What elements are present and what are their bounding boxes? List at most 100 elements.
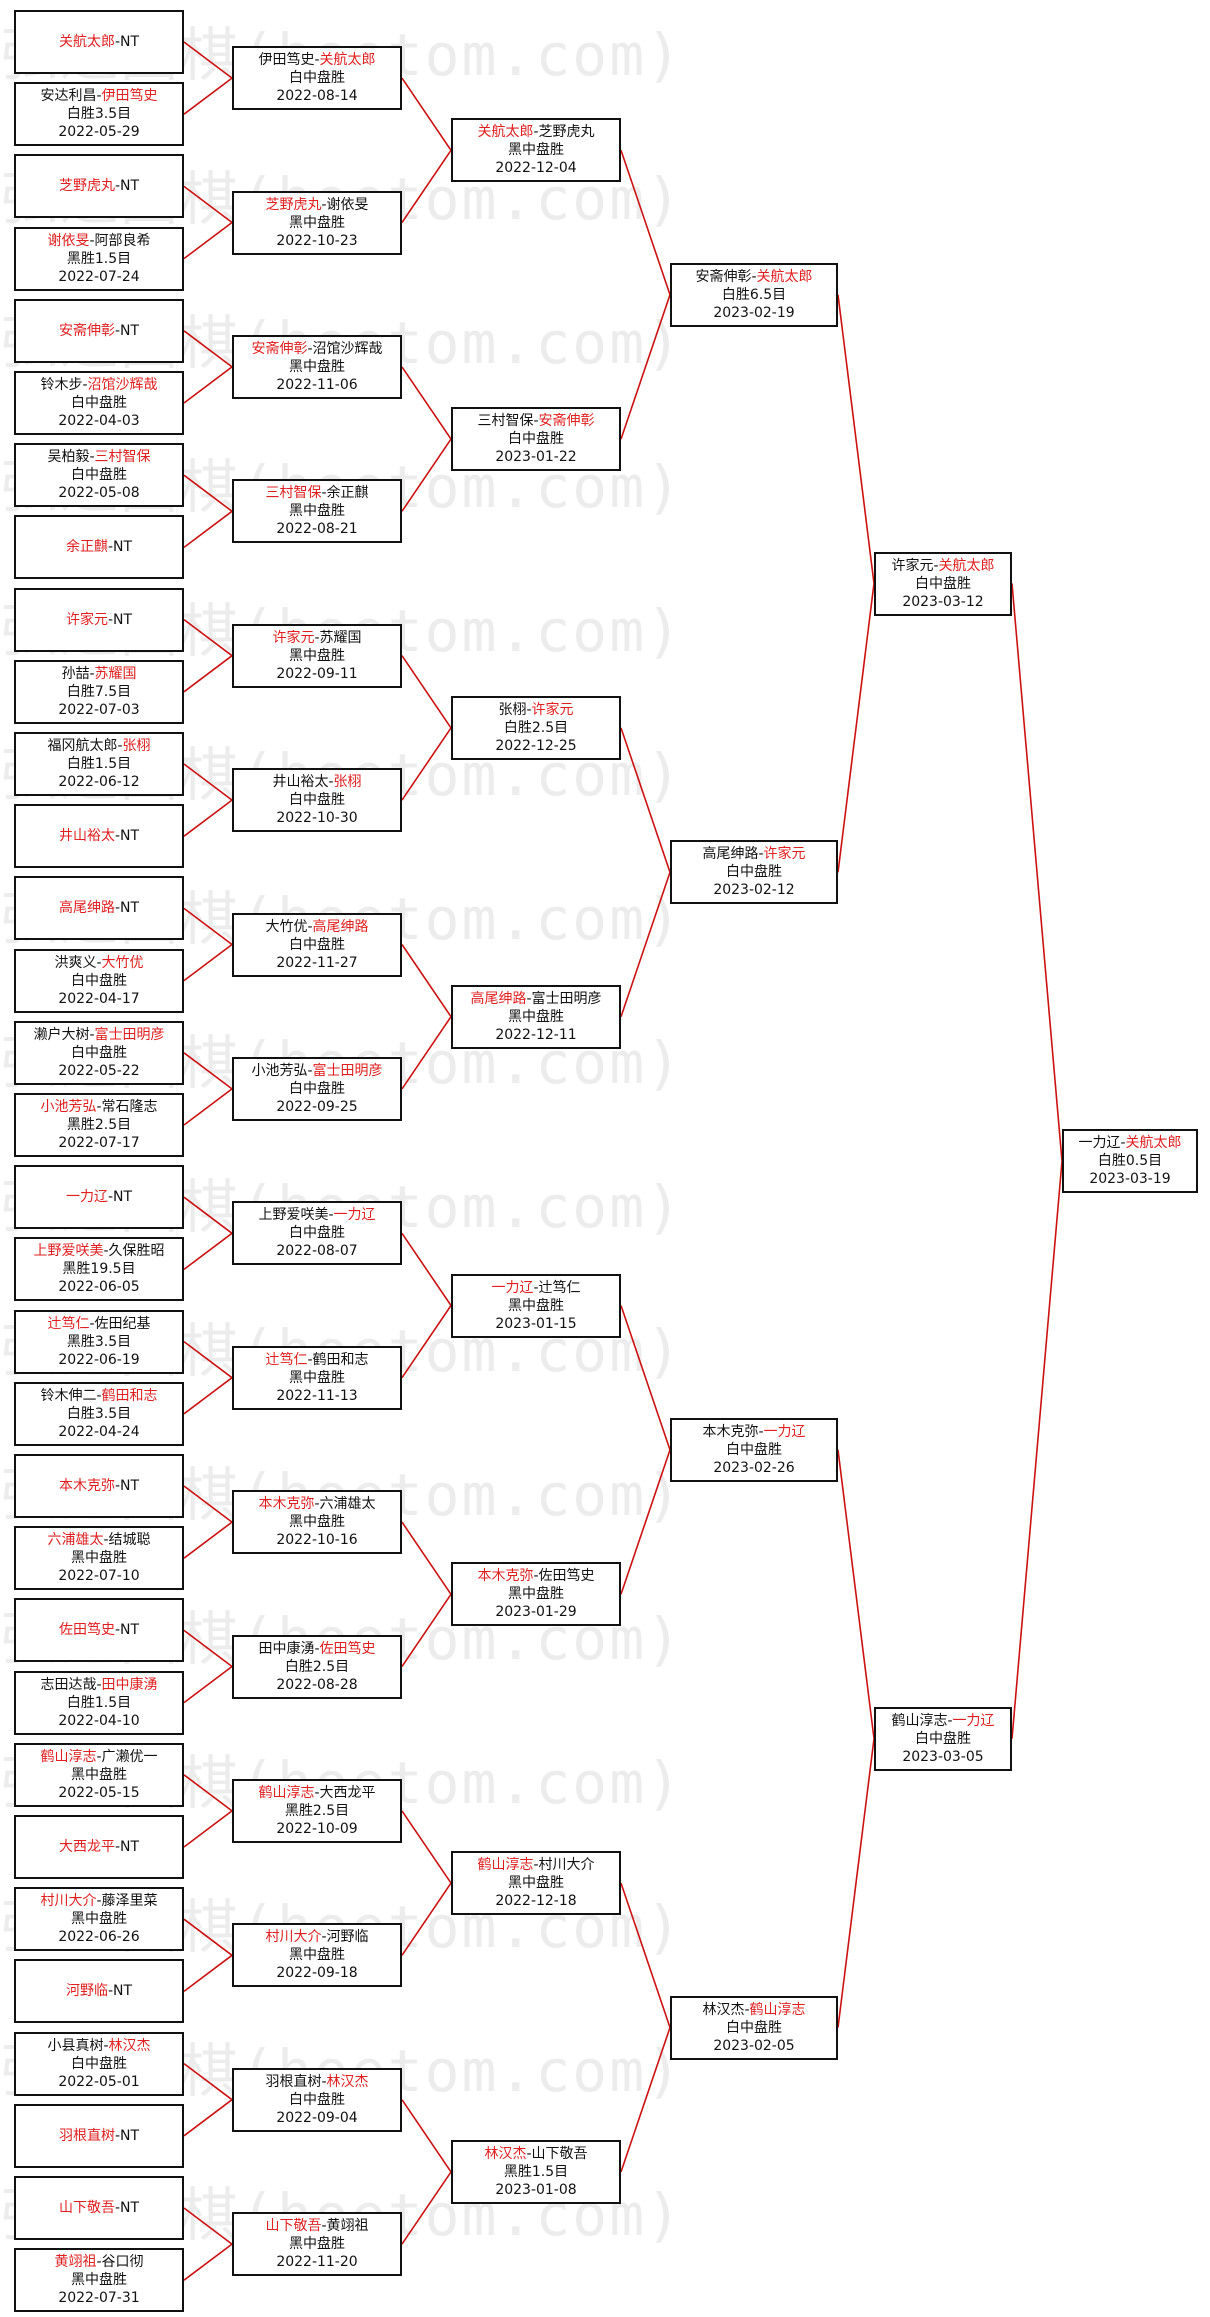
player-white: 沼馆沙辉哉 <box>312 340 383 357</box>
vs-dash: - <box>328 774 334 791</box>
vs-dash: - <box>96 954 102 971</box>
match-players: 小池芳弘-常石隆志 <box>40 1098 157 1116</box>
match-result: 黑中盘胜 <box>289 1369 345 1386</box>
match-date: 2023-02-12 <box>713 882 795 899</box>
player-black: 洪爽义 <box>54 954 97 971</box>
player-white: 鹤山淳志 <box>749 2001 806 2018</box>
match-box-r1: 本木克弥-NT <box>14 1454 184 1518</box>
player-white: 田中康湧 <box>101 1676 158 1693</box>
match-players: 本木克弥-六浦雄太 <box>258 1495 375 1513</box>
match-result: 黑中盘胜 <box>71 1911 127 1928</box>
match-date: 2022-07-17 <box>58 1135 140 1151</box>
match-date: 2022-06-26 <box>58 1929 140 1946</box>
player-white: 黄翊祖 <box>326 2218 369 2235</box>
bracket-connector <box>620 727 671 873</box>
match-date: 2022-12-25 <box>495 737 577 754</box>
bracket-connector <box>183 221 233 260</box>
player-black: 林汉杰 <box>702 2001 745 2018</box>
match-date: 2022-08-28 <box>276 1676 358 1693</box>
player-white: 沼馆沙辉哉 <box>87 377 158 393</box>
match-result: 黑中盘胜 <box>289 358 345 375</box>
player-white: 六浦雄太 <box>319 1496 376 1513</box>
match-result: 黑中盘胜 <box>508 142 564 159</box>
match-date: 2022-09-04 <box>276 2109 358 2126</box>
player-white: NT <box>120 828 140 845</box>
bracket-connector <box>183 1485 233 1523</box>
player-white: 一力辽 <box>333 1207 376 1224</box>
player-black: 林汉杰 <box>484 2145 527 2162</box>
player-black: 辻笃仁 <box>47 1315 90 1332</box>
vs-dash: - <box>117 738 123 754</box>
match-date: 2022-07-03 <box>58 701 140 718</box>
vs-dash: - <box>114 1839 121 1855</box>
vs-dash: - <box>114 1622 121 1639</box>
bracket-connector <box>183 1629 233 1668</box>
match-result: 白中盘胜 <box>71 395 127 411</box>
player-white: 鹤田和志 <box>312 1351 369 1368</box>
match-date: 2022-10-30 <box>276 810 358 827</box>
player-black: 许家元 <box>272 629 315 646</box>
match-players: 安斋伸彰-关航太郎 <box>695 268 812 286</box>
vs-dash: - <box>114 2200 121 2216</box>
match-players: 山下敬吾-黄翊祖 <box>265 2217 368 2235</box>
player-white: NT <box>113 1983 133 2000</box>
vs-dash: - <box>114 2127 121 2144</box>
player-white: 谢依旻 <box>326 196 369 213</box>
bracket-connector <box>401 1016 452 1090</box>
player-white: NT <box>113 611 133 628</box>
match-date: 2022-06-19 <box>58 1351 140 1368</box>
player-black: 孙喆 <box>61 665 90 682</box>
bracket-connector <box>837 294 875 584</box>
player-black: 辻笃仁 <box>265 1351 308 1368</box>
vs-dash: - <box>96 1748 102 1765</box>
match-players: 林汉杰-山下敬吾 <box>484 2145 587 2163</box>
match-box-r1: 余正麒-NT <box>14 515 184 580</box>
match-box-r1: 安斋伸彰-NT <box>14 298 184 363</box>
player-white: 一力辽 <box>763 1423 806 1440</box>
vs-dash: - <box>314 629 320 646</box>
bracket-connector <box>183 1052 233 1090</box>
match-date: 2022-05-22 <box>58 1062 140 1079</box>
match-result: 白中盘胜 <box>71 2055 127 2072</box>
bracket-connector <box>401 2171 452 2245</box>
player-black: 羽根直树 <box>265 2073 322 2090</box>
match-box-r1: 羽根直树-NT <box>14 2103 184 2168</box>
vs-dash: - <box>96 1893 102 1910</box>
vs-dash: - <box>321 485 327 502</box>
match-players: 辻笃仁-佐田纪基 <box>47 1315 150 1333</box>
player-white: NT <box>120 2200 140 2216</box>
match-date: 2022-11-06 <box>276 376 358 393</box>
match-box-r1: 井山裕太-NT <box>14 804 184 869</box>
match-players: 许家元-NT <box>66 611 132 629</box>
player-white: 阿部良希 <box>94 232 151 249</box>
match-date: 2022-06-12 <box>58 774 140 790</box>
match-date: 2022-08-14 <box>276 88 358 105</box>
match-players: 志田达哉-田中康湧 <box>40 1676 157 1694</box>
bracket-connector <box>1011 583 1063 1162</box>
vs-dash: - <box>107 611 114 628</box>
player-black: 张栩 <box>498 701 527 718</box>
vs-dash: - <box>107 539 114 556</box>
match-date: 2022-04-17 <box>58 990 140 1007</box>
match-date: 2022-11-27 <box>276 954 358 971</box>
vs-dash: - <box>96 1387 102 1404</box>
vs-dash: - <box>328 1207 334 1224</box>
vs-dash: - <box>103 1243 109 1260</box>
player-white: NT <box>120 2127 140 2144</box>
vs-dash: - <box>307 340 313 357</box>
vs-dash: - <box>307 1062 313 1079</box>
player-black: 福冈航太郎 <box>47 738 118 754</box>
